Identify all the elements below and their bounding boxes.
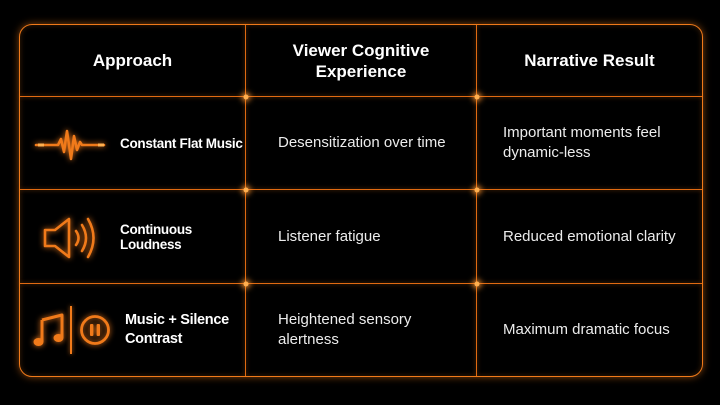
icon-separator xyxy=(70,306,72,354)
speaker-loud-icon xyxy=(42,214,102,262)
row-approach-cell: Music + Silence Contrast xyxy=(125,284,245,376)
junction-dot xyxy=(474,187,480,193)
experience-text: Desensitization over time xyxy=(278,134,446,151)
junction-dot xyxy=(243,94,249,100)
row-result-cell: Important moments feel dynamic-less xyxy=(477,97,702,189)
row-divider-1 xyxy=(20,96,702,98)
header-narrative-result: Narrative Result xyxy=(477,25,702,96)
row-experience-cell: Listener fatigue xyxy=(246,190,476,283)
result-text: Important moments feel dynamic-less xyxy=(503,124,661,161)
result-text: Maximum dramatic focus xyxy=(503,321,670,338)
row-approach-cell: Constant Flat Music xyxy=(120,97,245,189)
approach-label: Continuous Loudness xyxy=(120,221,192,252)
experience-text: Listener fatigue xyxy=(278,227,381,245)
approach-label: Music + Silence Contrast xyxy=(125,312,229,347)
junction-dot xyxy=(243,187,249,193)
row-experience-cell: Heightened sensory alertness xyxy=(246,284,476,376)
result-text: Reduced emotional clarity xyxy=(503,227,676,245)
header-approach-label: Approach xyxy=(92,51,173,70)
junction-dot xyxy=(243,281,249,287)
junction-dot xyxy=(474,281,480,287)
header-viewer-experience: Viewer Cognitive Experience xyxy=(246,25,476,96)
row-divider-2 xyxy=(20,189,702,191)
row-divider-3 xyxy=(20,283,702,285)
header-narrative-result-label: Narrative Result xyxy=(524,51,655,70)
pause-icon xyxy=(79,314,111,346)
comparison-table-frame xyxy=(19,24,703,377)
music-note-icon xyxy=(32,312,66,348)
header-approach: Approach xyxy=(20,25,245,96)
row-experience-cell: Desensitization over time xyxy=(246,97,476,189)
junction-dot xyxy=(474,94,480,100)
row-approach-cell: Continuous Loudness xyxy=(120,190,245,283)
column-divider-2 xyxy=(476,25,478,376)
header-viewer-experience-label: Viewer Cognitive Experience xyxy=(292,40,430,81)
approach-label: Constant Flat Music xyxy=(120,135,243,151)
column-divider-1 xyxy=(245,25,247,376)
experience-text: Heightened sensory alertness xyxy=(278,311,412,348)
row-result-cell: Maximum dramatic focus xyxy=(477,284,702,376)
waveform-icon xyxy=(34,128,106,162)
row-result-cell: Reduced emotional clarity xyxy=(477,190,702,283)
